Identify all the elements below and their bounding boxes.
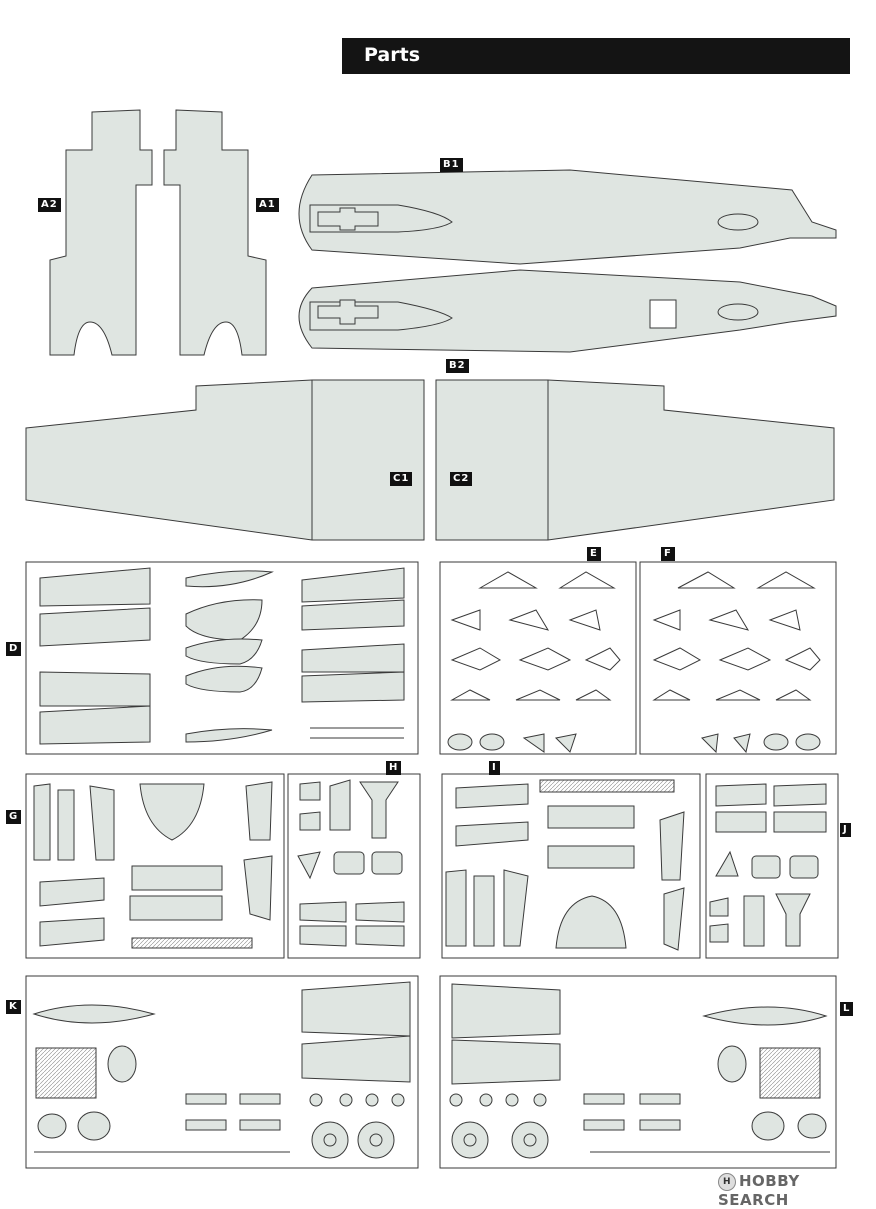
label-i: I [489,761,500,775]
sprue-d [25,561,419,755]
label-l: L [840,1002,854,1016]
label-k: K [6,1000,21,1014]
label-b2: B2 [446,359,469,373]
part-b1 [298,169,837,265]
part-a2 [49,109,153,356]
part-a1 [163,109,267,356]
sprue-l [439,975,837,1169]
label-f: F [661,547,675,561]
label-e: E [587,547,601,561]
sprue-j [705,773,839,959]
part-b2 [298,269,837,353]
sprue-f [639,561,837,755]
sprue-e [439,561,637,755]
label-d: D [6,642,22,656]
label-j: J [840,823,851,837]
page-title: Parts [364,44,420,66]
hobby-search-logo-icon: H [718,1172,736,1191]
part-c1 [25,379,425,541]
label-c1: C1 [390,472,413,486]
label-h: H [386,761,402,775]
sprue-h [287,773,421,959]
sprue-g [25,773,285,959]
label-a1: A1 [256,198,279,212]
sprue-i [441,773,701,959]
header-bar: Parts [342,38,850,74]
label-a2: A2 [38,198,61,212]
label-b1: B1 [440,158,463,172]
sprue-k [25,975,419,1169]
part-c2 [435,379,835,541]
label-c2: C2 [450,472,473,486]
label-g: G [6,810,22,824]
